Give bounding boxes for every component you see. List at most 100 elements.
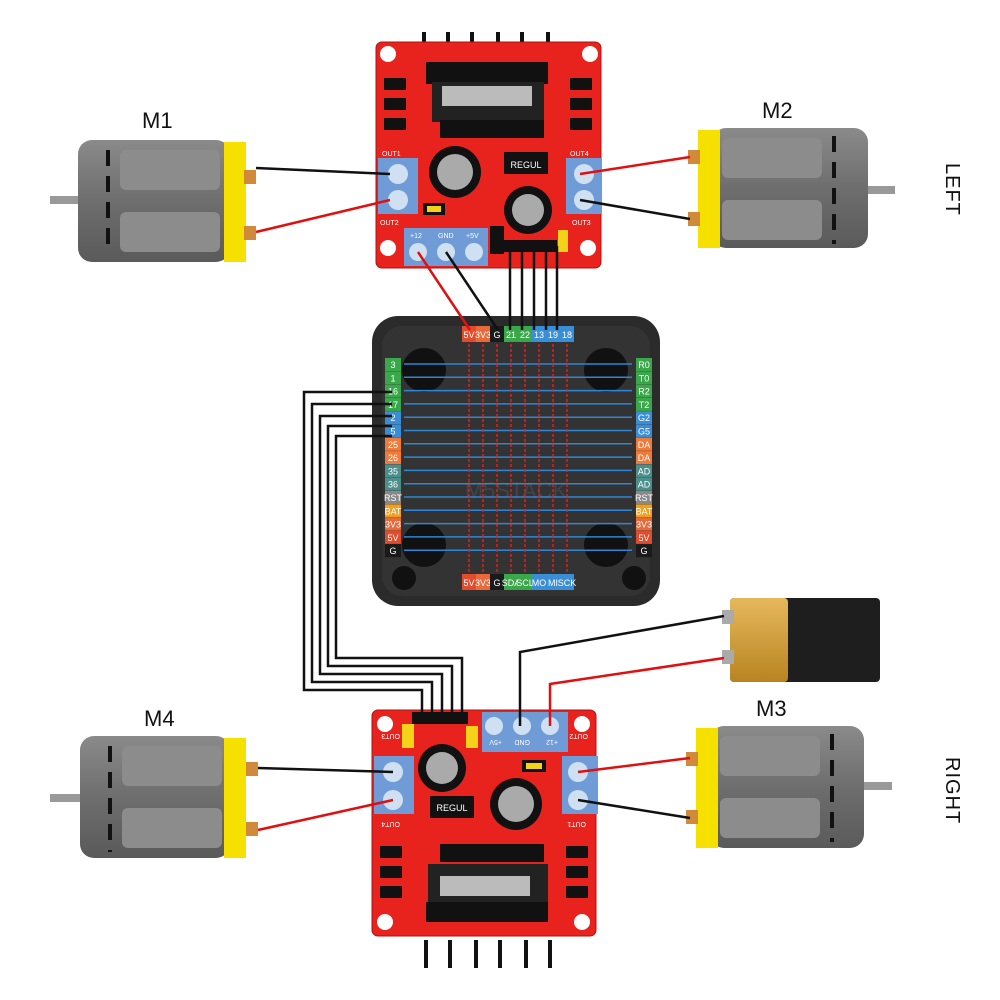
- core-bottom-pin: [476, 574, 490, 590]
- core-right-pin-label: AD: [638, 480, 651, 490]
- out4-label-top: OUT4: [570, 151, 589, 158]
- motor-m4: [50, 736, 258, 858]
- core-top-pin: [490, 326, 504, 342]
- core-right-pin-label: BAT: [636, 506, 653, 516]
- core-left-pin: [385, 544, 401, 558]
- core-right-pin-label: DA: [638, 453, 651, 463]
- core-left-pin-label: 36: [388, 480, 398, 490]
- core-left-pin: [385, 371, 401, 385]
- motor-m1-label: M1: [142, 108, 173, 133]
- core-left-pin: [385, 358, 401, 371]
- core-right-pin-label: R0: [638, 360, 650, 370]
- out1-label-top: OUT1: [382, 151, 401, 158]
- core-bottom-pin: [504, 574, 518, 590]
- core-left-pin: [385, 530, 401, 544]
- side-label-left: LEFT: [941, 163, 963, 216]
- core-left-pin-label: 35: [388, 466, 398, 476]
- core-right-pin: [636, 424, 652, 438]
- v5-label-bottom: +5V: [489, 738, 502, 745]
- core-bottom-pin-label: G: [493, 578, 500, 588]
- core-pin-grid: [404, 344, 632, 572]
- core-left-pin: [385, 437, 401, 451]
- core-right-pin: [636, 384, 652, 398]
- core-bottom-pin: [560, 574, 574, 590]
- core-right-pin: [636, 371, 652, 385]
- core-left-pin-label: 5: [390, 427, 395, 437]
- core-bottom-pin: [518, 574, 532, 590]
- core-left-pin: [385, 411, 401, 425]
- core-top-pin: [532, 326, 546, 342]
- core-right-pin: [636, 477, 652, 491]
- core-right-pin: [636, 464, 652, 478]
- out3-label-top: OUT3: [572, 220, 591, 227]
- driver-board-right: REGUL OUT3 OUT4 OUT2 OUT1 +5V GND +12: [371, 709, 598, 968]
- core-right-pin-label: R2: [638, 387, 650, 397]
- motor-m1: [50, 140, 256, 262]
- core-left-pin-label: BAT: [385, 506, 402, 516]
- core-left-pin: [385, 464, 401, 478]
- core-right-pin: [636, 411, 652, 425]
- core-bottom-pin-label: SCL: [516, 578, 534, 588]
- core-right-pin: [636, 397, 652, 411]
- core-left-pin: [385, 491, 401, 504]
- core-right-pin-label: G5: [638, 427, 650, 437]
- motor-m3: [686, 726, 892, 848]
- core-left-pin: [385, 451, 401, 465]
- core-bottom-pin: [532, 574, 546, 590]
- core-right-pin: [636, 517, 652, 531]
- side-label-right: RIGHT: [941, 757, 963, 824]
- brand-logo-text: M5STACK: [465, 478, 568, 503]
- out4-label-bottom: OUT4: [381, 820, 400, 827]
- gnd-label-bottom: GND: [514, 738, 530, 745]
- regulator-label-bottom: REGUL: [436, 803, 467, 813]
- core-top-pin-label: 22: [520, 330, 530, 340]
- core-right-pin: [636, 491, 652, 504]
- core-bottom-pin: [490, 574, 504, 590]
- out2-label-top: OUT2: [380, 220, 399, 227]
- core-left-pin-label: 17: [388, 400, 398, 410]
- core-top-pin: [560, 326, 574, 342]
- core-top-pin-label: 19: [548, 330, 558, 340]
- core-left-pin: [385, 424, 401, 438]
- core-right-pin-label: T2: [639, 400, 650, 410]
- v12-label-top: +12: [410, 233, 422, 240]
- core-right-pin: [636, 451, 652, 465]
- core-top-pin: [476, 326, 490, 342]
- core-left-pin-label: 1: [390, 373, 395, 383]
- core-top-pin-label: 21: [506, 330, 516, 340]
- motor-m3-label: M3: [756, 696, 787, 721]
- core-bottom-pin: [546, 574, 560, 590]
- motor-m4-label: M4: [144, 706, 175, 731]
- core-left-pin-label: G: [389, 546, 396, 556]
- core-right-pin: [636, 544, 652, 558]
- core-top-pin-label: 3V3: [475, 330, 491, 340]
- wires: [255, 155, 725, 832]
- core-bottom-pin-label: SCK: [558, 578, 577, 588]
- core-right-pin-label: G2: [638, 413, 650, 423]
- core-bottom-pin-label: MO: [532, 578, 547, 588]
- core-right-pin-label: 5V: [638, 533, 649, 543]
- out1-label-bottom: OUT1: [567, 820, 586, 827]
- core-top-pin-label: 5V: [463, 330, 474, 340]
- v12-label-bottom: +12: [546, 738, 558, 745]
- core-bottom-pin-label: SDA: [502, 578, 521, 588]
- core-left-pin: [385, 477, 401, 491]
- driver-board-left: REGUL OUT1 OUT2 OUT4 OUT3 +12 GND +5V: [375, 32, 602, 269]
- core-right-pin-label: RST: [635, 493, 654, 503]
- core-top-pin-label: 13: [534, 330, 544, 340]
- core-left-pin-label: 26: [388, 453, 398, 463]
- core-right-pin-label: DA: [638, 440, 651, 450]
- core-bottom-pin-label: 3V3: [475, 578, 491, 588]
- core-left-pin-label: 3: [390, 360, 395, 370]
- core-right-pin: [636, 530, 652, 544]
- core-left-pin-label: 16: [388, 387, 398, 397]
- core-left-pin-label: 2: [390, 413, 395, 423]
- core-left-pin-label: 3V3: [385, 520, 401, 530]
- core-right-pin-label: T0: [639, 373, 650, 383]
- core-left-pin: [385, 384, 401, 398]
- v5-label-top: +5V: [466, 233, 479, 240]
- core-left-pin-label: 5V: [387, 533, 398, 543]
